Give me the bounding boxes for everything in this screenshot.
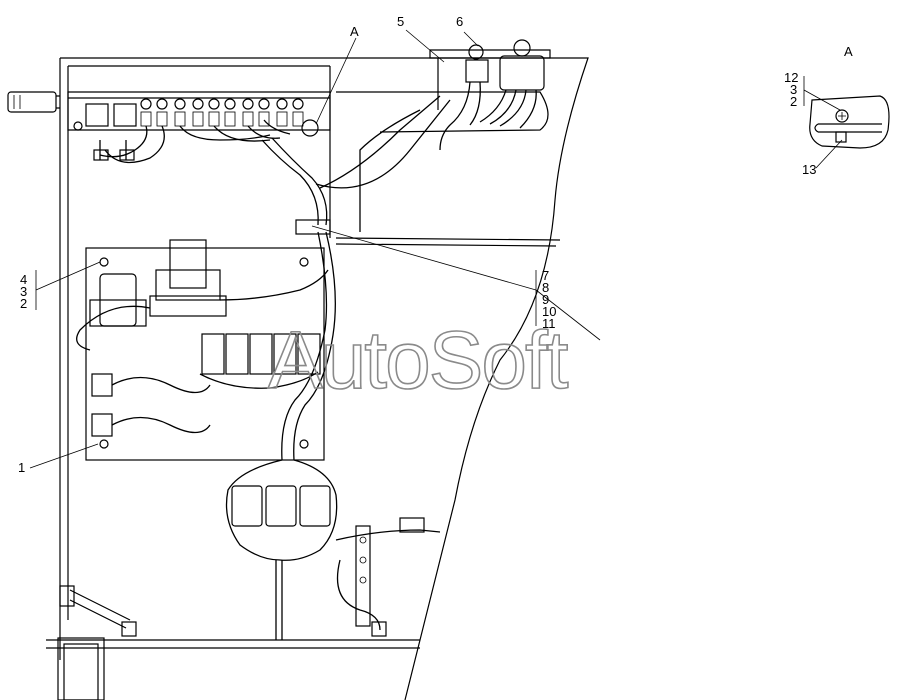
callout-right-11: 11 (542, 316, 556, 331)
detail-view-title: A (844, 44, 853, 59)
callout-view-a: A (350, 24, 359, 39)
mounting-plate (76, 239, 329, 461)
bottom-connectors (59, 459, 441, 640)
callout-right-7: 7 (542, 268, 549, 283)
callout-right-9: 9 (542, 292, 549, 307)
leader-lines (29, 29, 843, 469)
callout-left-2: 2 (20, 296, 27, 311)
callout-detail-3: 3 (790, 82, 797, 97)
detail-view-a (809, 95, 890, 149)
callout-labels: A 5 6 A 1 13 4 3 2 7 8 9 10 11 12 3 2 (18, 14, 853, 475)
callout-detail-2: 2 (790, 94, 797, 109)
watermark: AutoSoft (268, 315, 569, 406)
main-harness (261, 95, 451, 461)
callout-right-8: 8 (542, 280, 549, 295)
callout-13: 13 (802, 162, 816, 177)
callout-5: 5 (397, 14, 404, 29)
fuse-row (140, 98, 304, 127)
callout-left-3: 3 (20, 284, 27, 299)
callout-1: 1 (18, 460, 25, 475)
callout-right-10: 10 (542, 304, 556, 319)
cabinet-outline (7, 57, 589, 700)
callout-detail-12: 12 (784, 70, 798, 85)
top-terminal-strip (67, 91, 331, 164)
callout-6: 6 (456, 14, 463, 29)
top-right-connectors (429, 39, 551, 151)
callout-left-4: 4 (20, 272, 27, 287)
